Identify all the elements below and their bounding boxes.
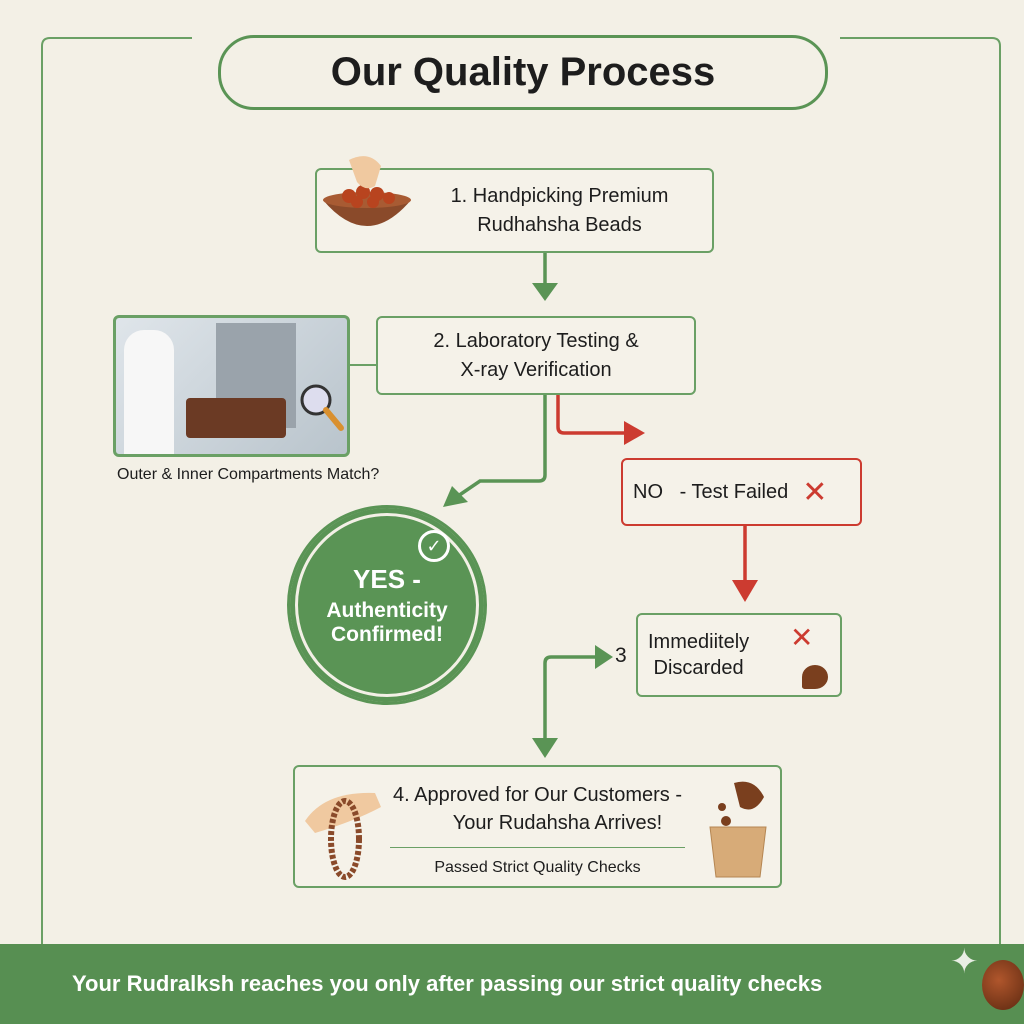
step-1-line-1: 1. Handpicking Premium	[450, 184, 669, 207]
arrow-head	[732, 580, 758, 602]
magnifier-icon	[300, 384, 344, 431]
arrow-head	[532, 738, 558, 758]
footer-banner: Your Rudralksh reaches you only after pa…	[0, 943, 1024, 1024]
test-failed-box: NO - Test Failed ✕	[621, 458, 862, 526]
step-3-line-1: Immediitely	[648, 631, 750, 653]
test-failed-label: NO - Test Failed	[633, 480, 789, 503]
frame-left	[41, 37, 192, 945]
hand-with-mala-icon	[305, 792, 381, 880]
divider	[390, 847, 685, 848]
lab-photo	[113, 315, 350, 457]
frame-right	[840, 37, 1001, 945]
step-2-line-2: X-ray Verification	[460, 358, 612, 381]
yes-line-1: YES -	[353, 563, 421, 594]
check-circle-icon: ✓	[418, 530, 450, 562]
step-2-box: 2. Laboratory Testing & X-ray Verificatio…	[376, 316, 696, 395]
step-3-number: 3	[615, 644, 627, 667]
bowl-of-beads-icon	[323, 156, 411, 226]
arrow-head	[532, 283, 558, 301]
step-4-subtitle: Passed Strict Quality Checks	[434, 859, 641, 876]
step-2-line-1: 2. Laboratory Testing &	[433, 329, 639, 352]
broken-bead-icon	[802, 665, 828, 689]
yes-line-2: Authenticity	[326, 598, 448, 622]
rudraksha-bead-icon	[982, 960, 1024, 1010]
authenticity-confirmed-badge: ✓ YES - Authenticity Confirmed!	[287, 505, 487, 705]
step-4-line-1: 4. Approved for Our Customers -	[392, 784, 682, 806]
sparkle-icon: ✦	[950, 943, 979, 981]
step-4-box: 4. Approved for Our Customers - Your Rud…	[293, 765, 782, 888]
arrow-head	[624, 421, 645, 445]
arrow-head	[443, 486, 468, 507]
decision-caption: Outer & Inner Compartments Match?	[117, 466, 380, 483]
banner-text: Your Rudralksh reaches you only after pa…	[72, 971, 823, 996]
arrow-head	[595, 645, 613, 669]
discard-basket-icon	[709, 781, 767, 878]
yes-line-3: Confirmed!	[331, 622, 443, 646]
step-3-line-2: Discarded	[653, 657, 744, 679]
page-title: Our Quality Process	[218, 35, 828, 110]
x-icon: ✕	[802, 475, 828, 509]
x-icon: ✕	[790, 622, 814, 653]
step-1-line-2: Rudhahsha Beads	[477, 213, 642, 236]
step-4-line-2: Your Rudahsha Arrives!	[452, 812, 663, 834]
